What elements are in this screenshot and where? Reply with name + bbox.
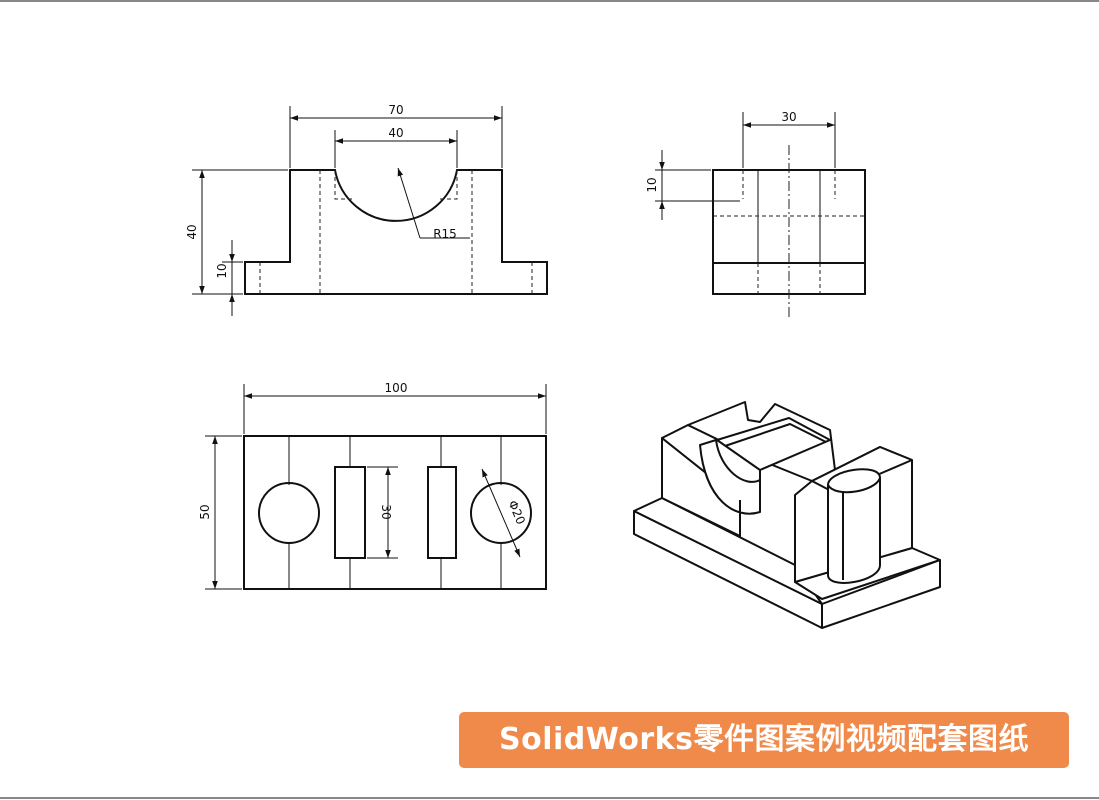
caption-banner: SolidWorks零件图案例视频配套图纸 — [459, 712, 1069, 768]
front-view — [192, 106, 548, 316]
dim-front-radius: R15 — [433, 227, 457, 241]
dim-front-slot-width: 40 — [388, 126, 403, 140]
isometric-view — [633, 401, 941, 629]
dim-front-height: 40 — [185, 224, 199, 239]
top-view — [205, 384, 547, 590]
side-view — [655, 112, 866, 320]
dim-front-base-height: 10 — [215, 263, 229, 278]
dim-top-length: 100 — [385, 381, 408, 395]
dim-side-width: 30 — [781, 110, 796, 124]
dim-side-height: 10 — [645, 177, 659, 192]
dim-top-width: 50 — [198, 504, 212, 519]
dim-front-width: 70 — [388, 103, 403, 117]
dim-top-slot-length: 30 — [379, 504, 393, 519]
dim-top-hole-diameter: Φ20 — [505, 498, 528, 526]
